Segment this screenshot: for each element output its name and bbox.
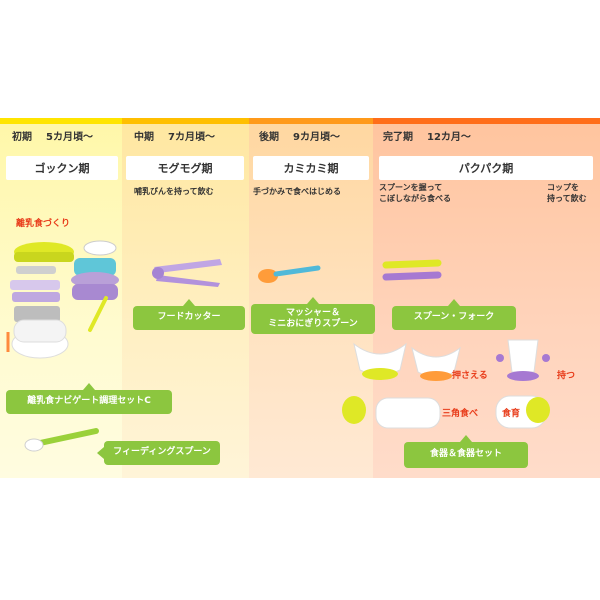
milestone-text: 手づかみで食べはじめる [253,187,341,196]
stage-period: 中期 [134,132,154,143]
stage-age: 7カ月頃〜 [168,132,215,143]
milestone-text: スプーンを握って [379,183,443,192]
stage-stripe [373,118,600,124]
milestone-text: 持って飲む [547,194,587,203]
stage-period: 後期 [259,132,279,143]
stage-stripe [249,118,373,124]
stage-column-mid: 中期 7カ月頃〜 モグモグ期 哺乳びんを持って飲む [122,118,249,478]
product-tag-navigate-set[interactable]: 離乳食ナビゲート調理セットC [6,383,172,414]
stage-period: 初期 [12,132,32,143]
stage-name: パクパク期 [379,156,593,180]
milestone-text: 哺乳びんを持って飲む [134,187,214,196]
product-tag-feeding-spoon[interactable]: フィーディングスプーン [97,441,220,465]
milestone-text: こぼしながら食べる [379,194,451,203]
stage-chart: 初期 5カ月頃〜 ゴックン期 中期 7カ月頃〜 モグモグ期 哺乳びんを持って飲む 後… [0,118,600,478]
stage-name: カミカミ期 [253,156,369,180]
stage-label: 後期 9カ月頃〜 [259,128,340,143]
stage-label: 完了期 12カ月〜 [383,128,471,143]
product-tag-line: ミニおにぎりスプーン [268,319,358,329]
stage-age: 9カ月頃〜 [293,132,340,143]
stage-age: 5カ月頃〜 [46,132,93,143]
milestone-text: コップを [547,183,579,192]
product-tag-line: マッシャー＆ [285,307,340,318]
product-tag-masher[interactable]: マッシャー＆ ミニおにぎりスプーン [251,297,375,334]
stage-label: 初期 5カ月頃〜 [12,128,93,143]
stage-period: 完了期 [383,132,413,143]
spoon-fork-image [382,259,442,281]
callout-triangle: 三角食べ [442,409,479,419]
stage-column-final: 完了期 12カ月〜 パクパク期 スプーンを握って こぼしながら食べる コップを 持… [373,118,600,478]
feeding-spoon-image [24,428,99,452]
stage-name: モグモグ期 [126,156,244,180]
section-title: 離乳食づくり [16,219,71,229]
food-cutter-image [152,259,222,287]
callout-press: 押さえる [452,371,488,381]
tableware-image [342,339,550,429]
stage-stripe [0,118,122,124]
product-tag-food-cutter[interactable]: フードカッター [133,299,245,330]
masher-spoon-image [258,265,321,283]
cooking-set-image [6,240,119,359]
stage-name: ゴックン期 [6,156,118,180]
product-tag-spoon-fork[interactable]: スプーン・フォーク [392,299,516,330]
stage-label: 中期 7カ月頃〜 [134,128,215,143]
product-tag-tableware-set[interactable]: 食器＆食器セット [404,435,528,468]
callout-shelf: 食育 [502,409,521,419]
stage-stripe [122,118,249,124]
stage-age: 12カ月〜 [427,132,471,143]
callout-hold: 持つ [557,371,576,381]
